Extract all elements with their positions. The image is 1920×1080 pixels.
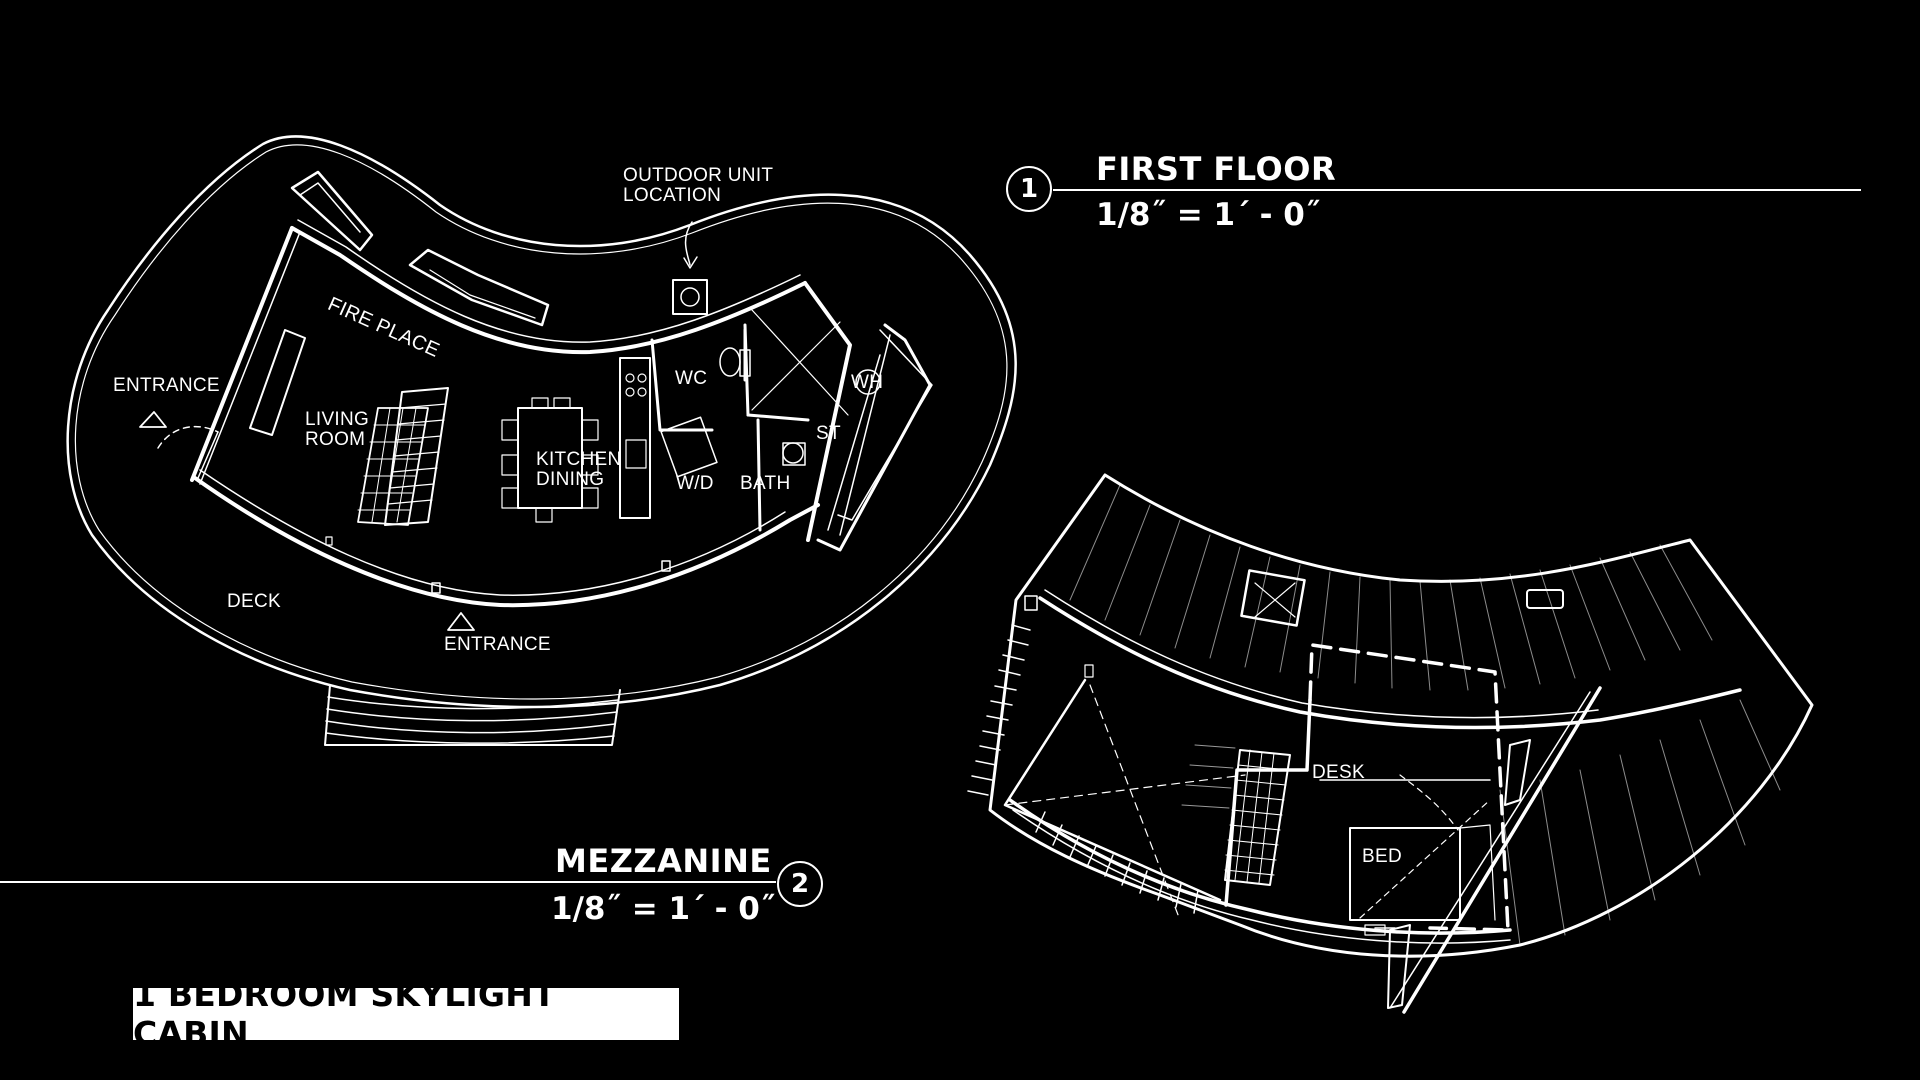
label-outdoor-unit: OUTDOOR UNIT LOCATION	[623, 165, 774, 206]
mezzanine-title-rule	[0, 881, 776, 883]
cabin-title: 1 BEDROOM SKYLIGHT CABIN	[133, 975, 679, 1053]
label-entrance-left: ENTRANCE	[113, 375, 220, 396]
label-entrance-bottom: ENTRANCE	[444, 634, 551, 655]
mezzanine-number-badge: 2	[777, 861, 823, 907]
west-cabinet	[249, 329, 306, 436]
first-floor-plan	[66, 135, 1017, 746]
skylight	[1240, 569, 1306, 627]
bedroom-dashed-boundary	[1308, 643, 1510, 932]
label-living-room: LIVING ROOM	[305, 409, 370, 450]
label-deck: DECK	[227, 591, 281, 612]
door-swing	[157, 425, 219, 449]
roof-ribs	[1069, 484, 1781, 946]
chimney-wall	[290, 170, 374, 252]
label-wd: W/D	[676, 473, 714, 494]
first-floor-title: FIRST FLOOR	[1096, 150, 1337, 188]
label-desk: DESK	[1312, 762, 1365, 783]
outdoor-unit	[672, 279, 708, 315]
mezzanine-scale: 1/8˝ = 1΄ - 0˝	[551, 891, 776, 927]
toilet	[719, 347, 741, 377]
south-wall	[193, 476, 820, 608]
deck-outline	[66, 135, 1017, 709]
label-wh: WH	[851, 372, 884, 393]
mezzanine-north-wall	[1038, 596, 1742, 730]
label-bed: BED	[1362, 846, 1402, 867]
label-wc: WC	[675, 368, 708, 389]
first-floor-title-rule	[1053, 189, 1861, 191]
mezzanine-title: MEZZANINE	[555, 842, 772, 880]
desk-arc	[1399, 774, 1459, 831]
mezzanine-stair	[1224, 749, 1291, 886]
east-wall-outer	[816, 323, 932, 552]
east-wall	[803, 281, 852, 542]
mezzanine-south-wall	[1008, 798, 1512, 935]
entrance-marker-bottom	[447, 612, 475, 631]
shower	[751, 309, 849, 416]
washer-dryer	[660, 416, 718, 478]
steps	[324, 684, 621, 746]
label-kitchen-dining: KITCHEN DINING	[536, 449, 622, 490]
east-diagonal-wall	[1402, 686, 1602, 1014]
open-to-below	[1003, 678, 1222, 902]
fireplace-box	[408, 248, 550, 327]
first-floor-number-badge: 1	[1006, 166, 1052, 212]
north-wall	[290, 226, 807, 355]
bed	[1349, 827, 1461, 921]
first-floor-scale: 1/8˝ = 1΄ - 0˝	[1096, 197, 1321, 233]
wc-partition	[650, 338, 714, 432]
label-bath: BATH	[740, 473, 791, 494]
kitchen-counter	[619, 357, 651, 519]
entrance-marker-left	[139, 411, 167, 428]
label-st: ST	[816, 423, 841, 444]
mezzanine-plan	[967, 473, 1814, 1014]
deck-outline-inner	[74, 144, 1008, 700]
stair	[384, 387, 449, 526]
water-heater	[855, 369, 881, 395]
sofa-grid	[357, 407, 429, 526]
west-fins	[967, 624, 1199, 914]
west-wall	[190, 226, 294, 482]
